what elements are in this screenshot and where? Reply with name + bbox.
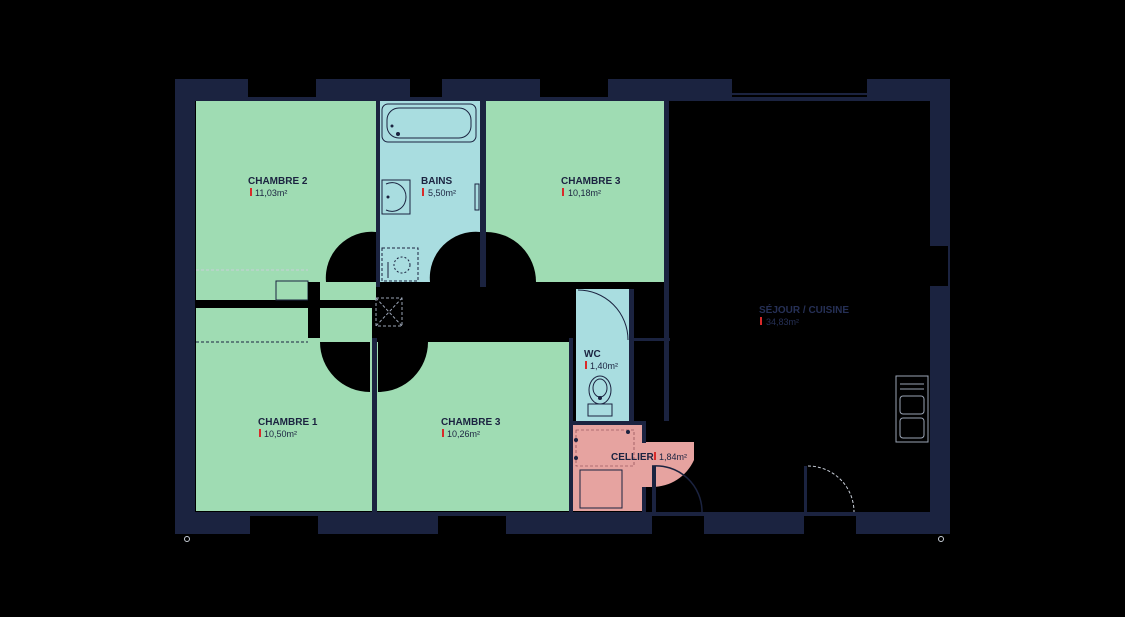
area-marker (760, 317, 762, 325)
room-name: CELLIER (611, 452, 655, 463)
boiler-icon (375, 297, 403, 327)
corner-marker (184, 536, 190, 542)
label-wc: WC 1,40m² (584, 349, 618, 371)
area-marker (562, 188, 564, 196)
area-marker (654, 452, 656, 460)
label-sejour: SÉJOUR / CUISINE 34,83m² (759, 303, 849, 327)
hall-wall (664, 291, 669, 421)
exterior-walls (175, 75, 950, 538)
door-swing-icon (320, 342, 370, 392)
room-chambre1 (196, 308, 372, 511)
corner-marker (938, 536, 944, 542)
room-name: BAINS (421, 176, 452, 187)
room-name: CHAMBRE 1 (258, 417, 318, 428)
room-area: 1,40m² (590, 361, 618, 371)
room-area: 10,18m² (568, 188, 601, 198)
area-marker (259, 429, 261, 437)
room-cellier-extension (642, 442, 694, 488)
door-swing-icon (429, 231, 480, 282)
area-marker (585, 361, 587, 369)
label-chambre3-bottom: CHAMBRE 3 10,26m² (441, 417, 501, 439)
door-swing-icon (378, 342, 428, 392)
door-swing-icon (577, 289, 629, 341)
door-swings (320, 231, 855, 513)
area-marker (442, 429, 444, 437)
room-area: 10,50m² (264, 429, 297, 439)
room-area: 11,03m² (255, 188, 287, 198)
area-marker (422, 188, 424, 196)
room-name: CHAMBRE 3 (441, 417, 501, 428)
interior-walls (372, 101, 669, 512)
towel-rail-icon (474, 183, 480, 211)
room-area: 1,84m² (659, 452, 687, 462)
room-name: SÉJOUR / CUISINE (759, 303, 849, 316)
bathtub-icon (381, 103, 477, 143)
room-name: CHAMBRE 2 (248, 176, 308, 187)
door-swing-icon (486, 232, 536, 282)
washbasin-icon (381, 179, 411, 215)
label-bains: BAINS 5,50m² (421, 176, 456, 198)
room-name: WC (584, 349, 601, 360)
rooms (196, 101, 694, 511)
label-cellier: CELLIER 1,84m² (611, 452, 687, 463)
room-wc (576, 289, 629, 421)
sink-icon (895, 375, 929, 443)
hall-partition (634, 338, 670, 341)
door-swing-icon (325, 231, 376, 282)
label-chambre2: CHAMBRE 2 11,03m² (248, 176, 308, 198)
room-cellier (572, 425, 642, 511)
door-swing-icon (807, 465, 855, 513)
label-chambre1: CHAMBRE 1 10,50m² (258, 417, 318, 439)
entrance-door-icon (651, 465, 807, 513)
room-name: CHAMBRE 3 (561, 176, 621, 187)
label-chambre3-top: CHAMBRE 3 10,18m² (561, 176, 621, 198)
hallway-details (196, 269, 403, 343)
room-area: 10,26m² (447, 429, 480, 439)
room-area: 34,83m² (766, 317, 799, 327)
toilet-icon (587, 375, 613, 417)
room-area: 5,50m² (428, 188, 456, 198)
shower-icon (381, 247, 419, 282)
cellier-fixtures (574, 429, 635, 509)
area-marker (250, 188, 252, 196)
